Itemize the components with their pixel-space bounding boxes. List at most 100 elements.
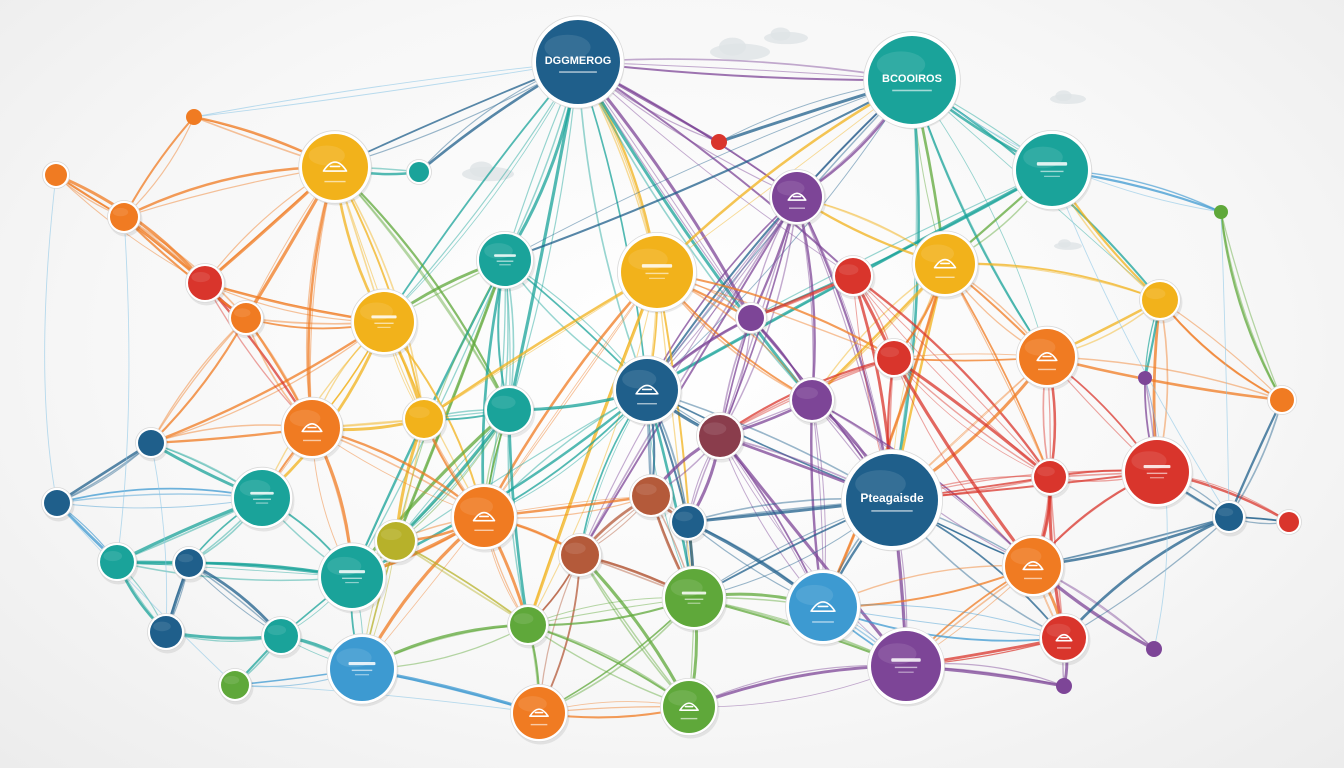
cloud-shape <box>764 27 808 45</box>
node-dot <box>228 300 266 339</box>
edge-thread <box>150 442 168 633</box>
edge-line <box>150 317 247 444</box>
edge-line <box>750 169 1053 319</box>
node-circle <box>612 355 683 427</box>
edge-line <box>504 79 913 261</box>
node-dot <box>789 377 837 426</box>
hub-top-right: BCOOIROS <box>863 31 961 130</box>
node-glyph-icon <box>1036 352 1058 362</box>
node-dot <box>402 397 448 444</box>
node-subline <box>687 602 701 604</box>
edge-thread <box>116 216 130 563</box>
node-dot <box>1276 509 1302 535</box>
node-dot <box>1214 205 1228 219</box>
cloud-shape <box>1054 239 1082 250</box>
node-subline <box>898 671 914 673</box>
node-line <box>891 658 921 662</box>
node-circle <box>350 288 419 358</box>
node-dot <box>135 427 169 462</box>
node-circle <box>867 627 946 707</box>
edge-line <box>577 61 813 401</box>
node-subline <box>496 260 514 262</box>
node-dot <box>484 385 536 438</box>
node-subline <box>324 180 346 183</box>
edge-line <box>383 61 579 323</box>
node-subline <box>374 322 394 324</box>
node-dot <box>374 519 420 566</box>
node-subline <box>812 621 834 623</box>
edge-thread <box>193 61 579 118</box>
edge-line <box>1220 211 1283 401</box>
edge-line <box>150 317 247 444</box>
node-circle <box>230 466 295 532</box>
edge-line <box>503 78 914 262</box>
edge-line <box>892 356 1052 479</box>
node-dot <box>711 134 727 150</box>
edge-line <box>821 262 947 609</box>
hub-subline <box>559 71 597 73</box>
node-dot <box>261 616 303 659</box>
edge-line <box>149 316 248 445</box>
node-dot <box>186 109 202 125</box>
node-circle <box>617 231 698 314</box>
edge-thread <box>193 61 579 118</box>
hub-label: Pteagaisde <box>860 491 924 505</box>
edge-line <box>383 61 579 323</box>
node-dot <box>507 604 551 649</box>
node-subline <box>1038 368 1056 371</box>
node-circle <box>450 483 519 553</box>
node-subline <box>1040 170 1064 173</box>
node-dot <box>1139 279 1183 324</box>
node-line <box>494 254 516 257</box>
edge-line <box>579 196 798 556</box>
edge-line <box>149 320 386 445</box>
hub-subline <box>871 510 913 512</box>
node-dot <box>629 474 675 521</box>
edge-line <box>656 271 695 599</box>
node-line <box>641 264 673 268</box>
edge-line <box>579 196 798 556</box>
edge-line <box>645 78 914 392</box>
node-circle <box>660 678 720 739</box>
edge-line <box>122 215 248 320</box>
node-dot <box>1267 385 1297 415</box>
node-subline <box>530 723 548 726</box>
node-subline <box>345 581 359 584</box>
node-line <box>1036 162 1068 166</box>
node-subline <box>680 717 698 720</box>
node-glyph-icon <box>1022 561 1044 571</box>
node-circle <box>298 130 373 206</box>
node-dot <box>185 263 227 306</box>
node-circle <box>509 684 570 745</box>
node-circle <box>1001 534 1066 600</box>
node-dot <box>147 613 187 654</box>
edge-line <box>891 79 917 501</box>
node-glyph-icon <box>787 192 807 201</box>
edge-line <box>646 79 913 391</box>
node-dot <box>669 503 709 544</box>
node-subline <box>303 439 321 442</box>
node-subline <box>342 577 362 580</box>
node-subline <box>255 502 269 504</box>
edge-thread <box>1051 169 1230 518</box>
node-line <box>250 491 274 495</box>
edge-line <box>576 60 914 82</box>
node-subline <box>684 598 704 600</box>
edge-line <box>892 356 1035 568</box>
edge-line <box>852 275 1051 478</box>
node-line <box>681 591 707 595</box>
node-dot <box>735 302 769 337</box>
edge-line <box>851 274 1052 479</box>
node-dot <box>1212 500 1248 537</box>
node-dot <box>42 161 70 189</box>
hub-subline <box>892 89 932 92</box>
node-subline <box>1149 477 1165 479</box>
node-subline <box>499 264 511 266</box>
node-subline <box>935 276 955 278</box>
node-dot <box>696 412 746 463</box>
node-dot <box>1138 371 1152 385</box>
edge-line <box>507 60 580 412</box>
edge-line <box>123 216 247 319</box>
